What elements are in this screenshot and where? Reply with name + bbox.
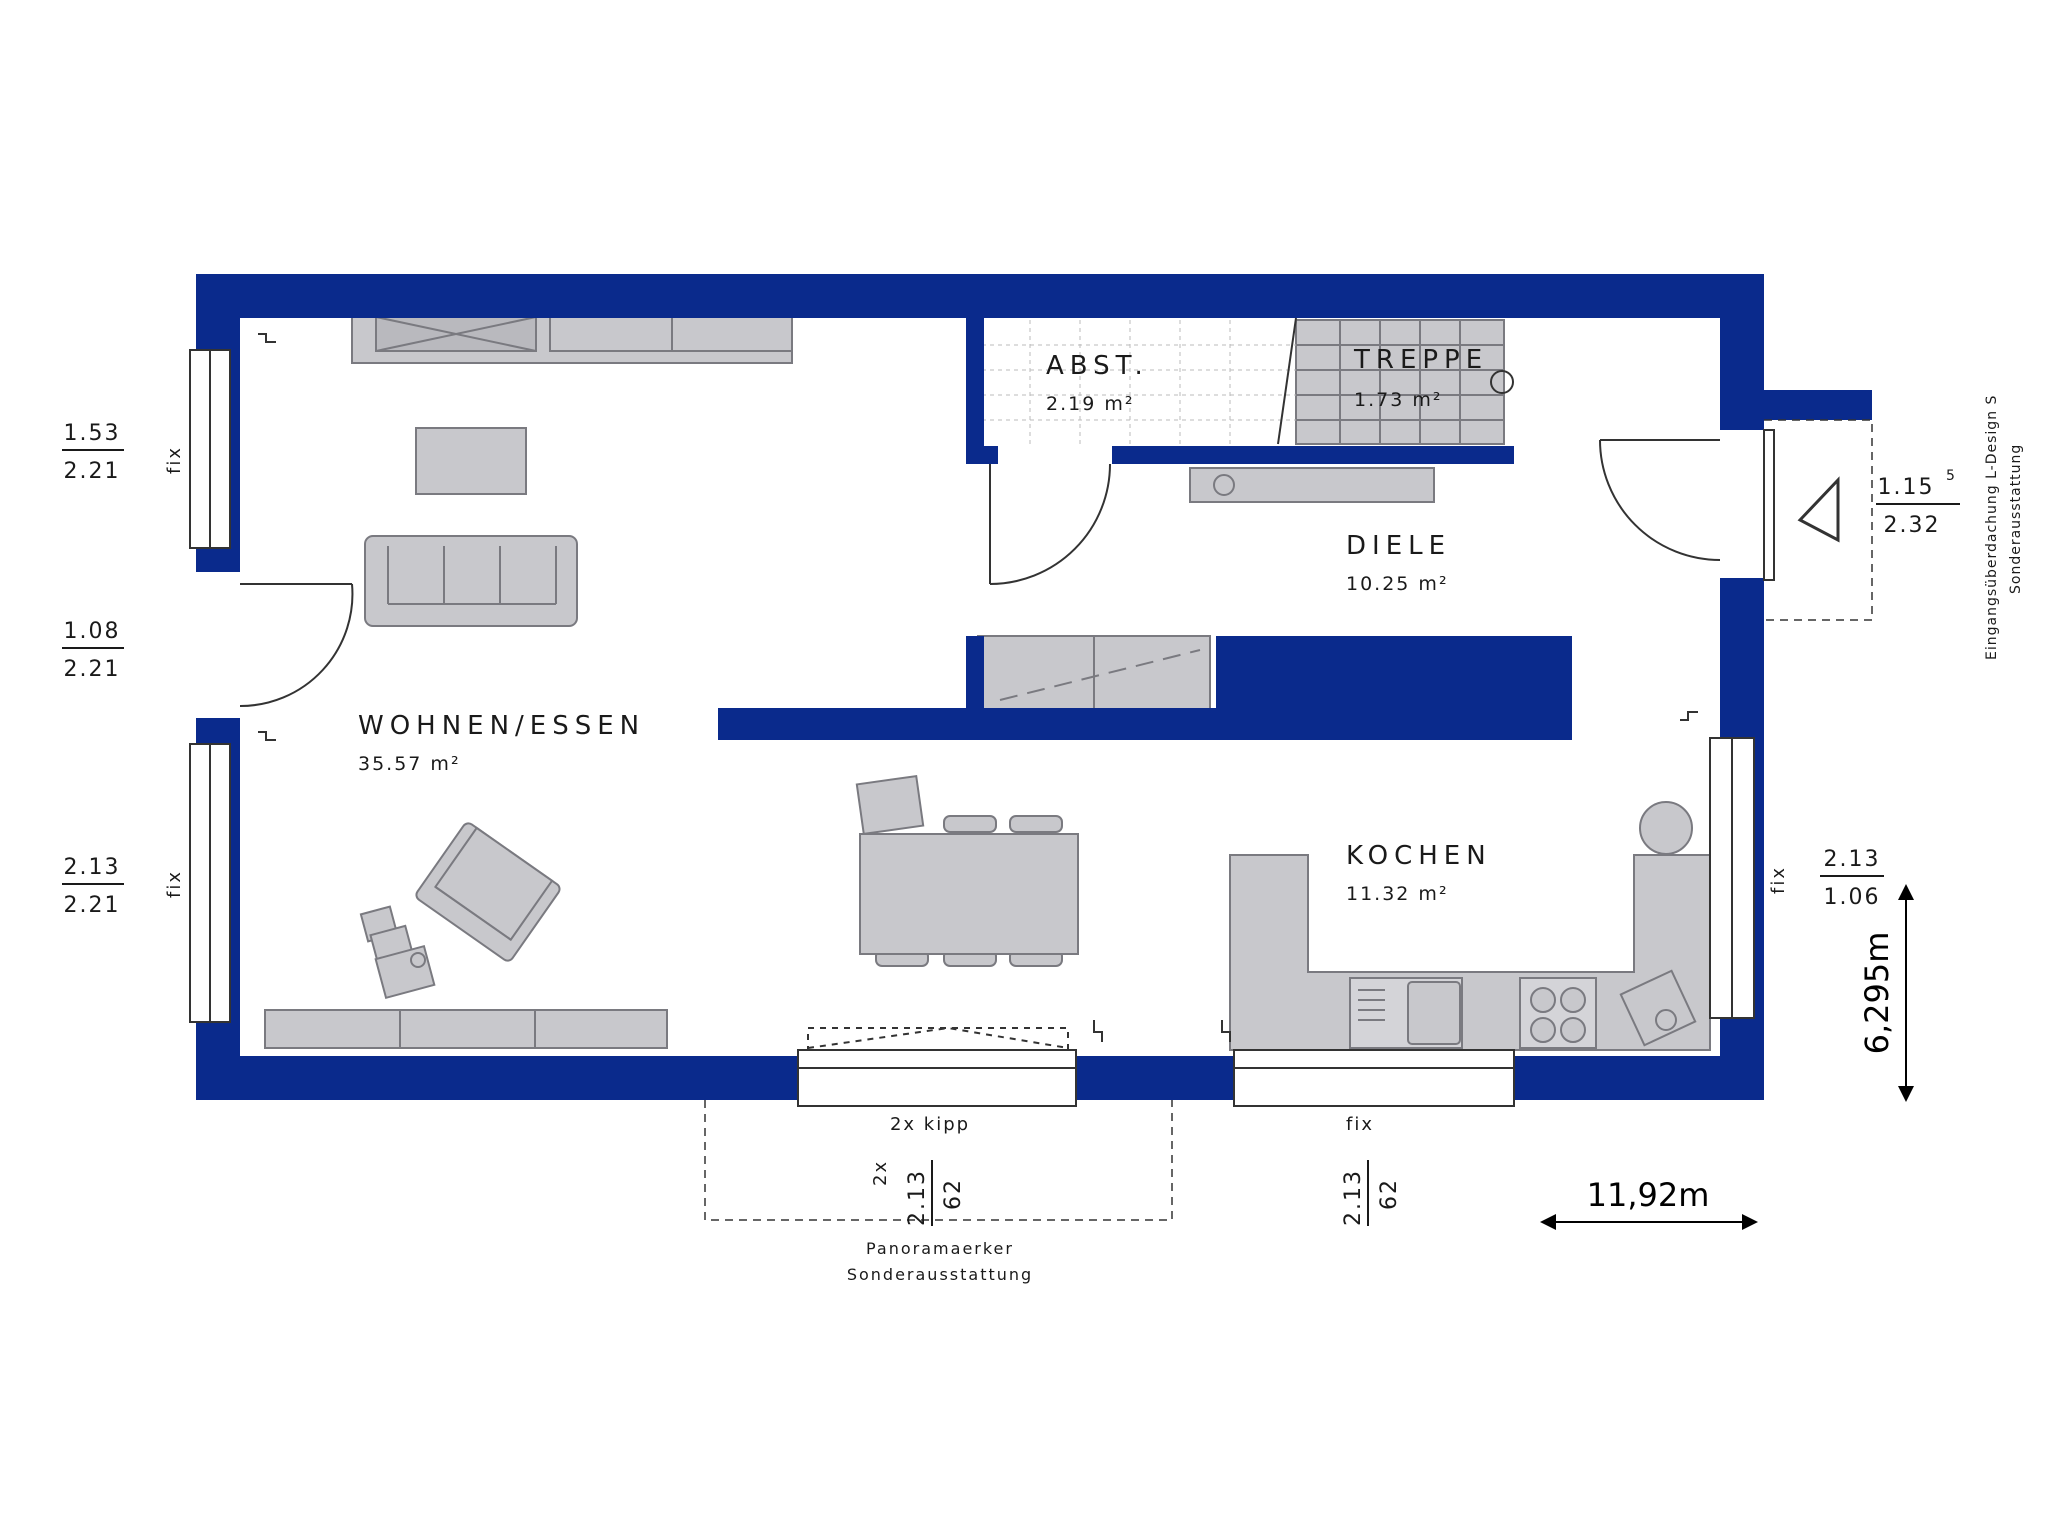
door-entry (1720, 430, 1770, 578)
sofa (364, 535, 578, 627)
wall-right-upper (1720, 274, 1764, 430)
window-kitchen-height: 2.13 (1341, 1169, 1366, 1226)
window-panorama (797, 1049, 1077, 1107)
entrance-note-line2: Sonderausstattung (2008, 444, 2024, 594)
coffee-table (415, 427, 527, 495)
door-left (190, 572, 240, 718)
room-name-treppe: TREPPE (1353, 345, 1488, 375)
wall-top (196, 274, 1764, 318)
plant-pot (1639, 801, 1693, 855)
window-kitchen-sill: 62 (1377, 1178, 1402, 1210)
window-panorama-count: 2x (870, 1160, 891, 1186)
window-right-height: 2.13 (1824, 847, 1881, 872)
panorama-note-line1: Panoramaerker (866, 1239, 1014, 1258)
window-panorama-height: 2.13 (905, 1169, 930, 1226)
room-area-wohnen: 35.57 m² (358, 753, 461, 775)
window-panorama-type: 2x kipp (890, 1114, 970, 1135)
window-right-sill: 1.06 (1824, 885, 1881, 910)
window-left-top-type: fix (164, 446, 185, 474)
room-area-diele: 10.25 m² (1346, 573, 1449, 595)
window-left-top-height: 1.53 (64, 421, 121, 446)
entrance-note-line1: Eingangsüberdachung L-Design S (1984, 395, 2000, 660)
door-entry-height: 1.15 (1878, 475, 1935, 500)
wall-middle-post (966, 636, 984, 740)
dashed-extensions (704, 419, 1873, 1221)
window-annotations: 1.53 2.21 fix 1.08 2.21 2.13 2.21 fix 1.… (62, 421, 1960, 1226)
door-left-sill: 2.21 (64, 657, 121, 682)
panorama-note-line2: Sonderausstattung (847, 1265, 1033, 1284)
room-labels: WOHNEN/ESSEN 35.57 m² ABST. 2.19 m² TREP… (358, 345, 1492, 905)
room-area-abst: 2.19 m² (1046, 393, 1134, 415)
staircase (982, 317, 1514, 445)
window-right-type: fix (1768, 866, 1789, 894)
window-kitchen (1233, 1049, 1515, 1107)
cloak-unit (977, 635, 1211, 711)
side-tables (359, 905, 436, 1000)
wall-abst-left (966, 318, 984, 464)
door-entry-sill: 2.32 (1884, 513, 1941, 538)
openings (189, 349, 1770, 1107)
room-name-diele: DIELE (1346, 531, 1451, 561)
window-kitchen-type: fix (1346, 1114, 1374, 1135)
wall-abst-stub (966, 446, 998, 464)
lowboard (264, 1009, 668, 1049)
switch-marks (258, 333, 1698, 1042)
entry-bench (1189, 467, 1435, 503)
width-dimension: 11,92m (1587, 1176, 1710, 1214)
wall-kitchen-unit (1216, 636, 1572, 740)
depth-dimension: 6,295m (1858, 932, 1896, 1055)
window-panorama-sill: 62 (941, 1178, 966, 1210)
dining-set (855, 774, 1079, 967)
room-name-abst: ABST. (1046, 351, 1149, 381)
entrance-arrow-icon (1797, 476, 1840, 543)
kitchen-counter (1229, 854, 1711, 1051)
entry-canopy (1764, 390, 1872, 420)
armchair (415, 822, 561, 962)
room-area-kochen: 11.32 m² (1346, 883, 1449, 905)
window-left-bottom-sill: 2.21 (64, 893, 121, 918)
wall-stair-bottom (1112, 446, 1514, 464)
window-left-bottom-type: fix (164, 870, 185, 898)
window-left-bottom-height: 2.13 (64, 855, 121, 880)
door-left-height: 1.08 (64, 619, 121, 644)
room-name-wohnen: WOHNEN/ESSEN (358, 711, 645, 741)
room-area-treppe: 1.73 m² (1354, 389, 1442, 411)
sideboard-top (351, 314, 793, 364)
window-left-top-sill: 2.21 (64, 459, 121, 484)
overall-dimensions: 11,92m 6,295m (1540, 884, 1914, 1230)
door-entry-height-sup: 5 (1946, 468, 1955, 484)
room-name-kochen: KOCHEN (1346, 841, 1492, 871)
door-swings (239, 429, 1840, 1051)
feature-notes: Panoramaerker Sonderausstattung Eingangs… (847, 395, 2024, 1284)
